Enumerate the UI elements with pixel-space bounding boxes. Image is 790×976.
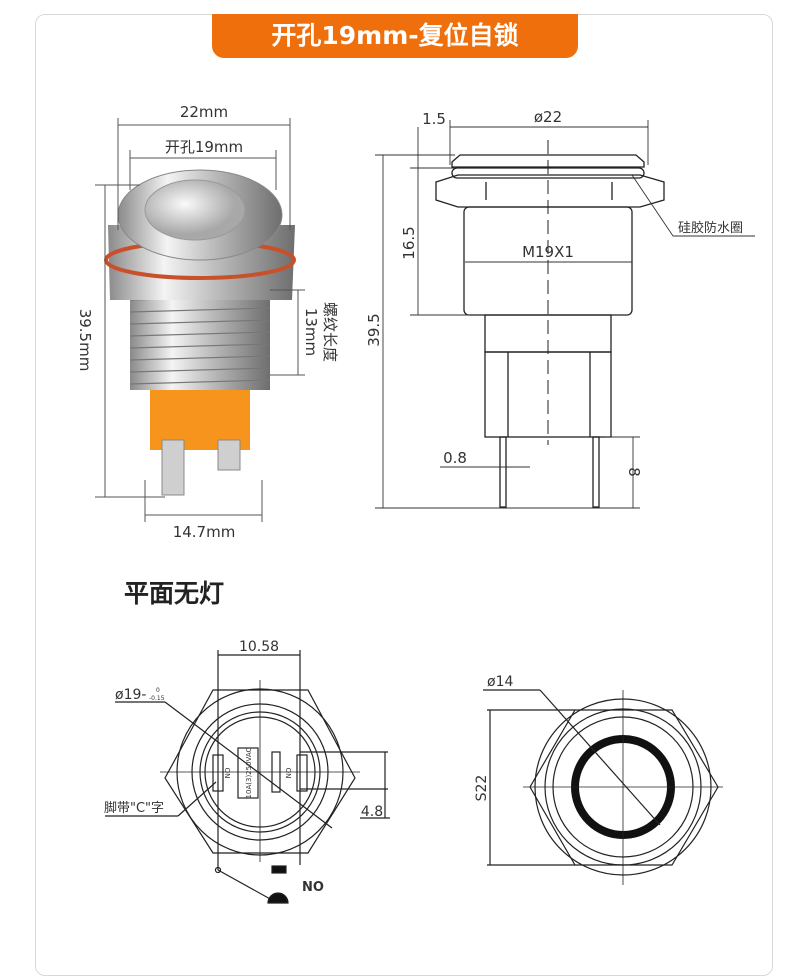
page-title: 开孔19mm-复位自锁 [212,14,578,58]
dim-hex: S22 [474,775,490,802]
front-view-drawing [483,689,723,885]
pin-label-left: NO [224,767,232,778]
tolerance-upper: 0 [156,687,160,694]
seal-label: 硅胶防水圈 [678,220,743,236]
bottom-view-drawing [105,650,390,904]
dim-diameter: ø22 [534,108,562,126]
rating-label: 10A(3)250VAC [245,747,253,798]
dim-width: 22mm [180,103,228,121]
symbol-no-label: NO [302,880,324,895]
section-title: 平面无灯 [124,579,225,608]
switch-photo [104,169,296,496]
pin-label-right: NO [285,767,293,778]
dim-thread: 13mm [302,308,320,356]
pin-c-label: 脚带"C"字 [104,800,164,816]
dim-thread-size: M19X1 [522,243,574,261]
dim-hole: 开孔19mm [165,138,243,156]
tolerance-lower: -0.15 [149,695,165,702]
dim-base-width: 14.7mm [173,523,236,541]
dim-top-offset: 1.5 [422,110,446,128]
dim-pin-width: 0.8 [443,449,467,467]
side-view-drawing [435,140,665,508]
dim-pin-spacing: 4.8 [361,804,383,820]
dim-total-length: 39.5 [365,313,383,346]
dim-bottom-diameter: ø19- [115,687,146,703]
dim-height: 39.5mm [76,309,94,372]
dim-bottom-width: 10.58 [239,639,279,655]
dim-front-diameter: ø14 [487,674,513,690]
thread-length-label: 螺纹长度 [321,302,339,362]
dim-thread-length: 16.5 [400,226,418,259]
dim-pin-length: 8 [625,467,643,477]
technical-drawings: 22mm 开孔19mm 39.5mm 13mm 螺纹长度 14.7mm 1.5 … [76,103,755,904]
